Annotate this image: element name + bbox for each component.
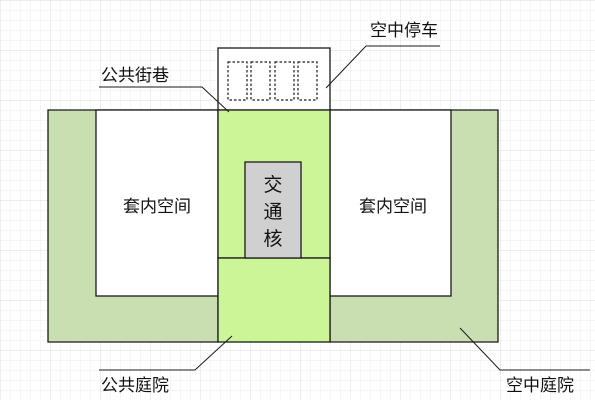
parking-stall	[227, 61, 248, 101]
label-public-courtyard: 公共庭院	[101, 376, 169, 396]
parking-stall	[274, 61, 295, 101]
label-public-street: 公共街巷	[101, 66, 169, 86]
leader-roof-parking	[325, 45, 440, 89]
parking-stall	[297, 61, 318, 101]
label-core-1: 交	[263, 174, 282, 196]
leader-public-courtyard	[99, 335, 233, 371]
label-unit-space-right: 套内空间	[359, 197, 427, 217]
leader-lines	[99, 45, 590, 371]
public-courtyard-area	[217, 257, 331, 343]
parking-stalls	[227, 61, 318, 101]
circulation-core	[244, 161, 302, 259]
roof-parking-box	[217, 47, 331, 111]
label-sky-garden: 空中庭院	[506, 376, 574, 396]
label-roof-parking: 空中停车	[370, 21, 438, 41]
unit-space-left	[95, 109, 219, 297]
label-core-3: 核	[263, 228, 282, 250]
unit-space-right	[329, 109, 452, 297]
leader-sky-garden	[459, 327, 590, 371]
parking-stall	[250, 61, 271, 101]
label-unit-space-left: 套内空间	[123, 197, 191, 217]
leader-public-street	[99, 86, 230, 113]
label-core-2: 通	[263, 201, 282, 223]
